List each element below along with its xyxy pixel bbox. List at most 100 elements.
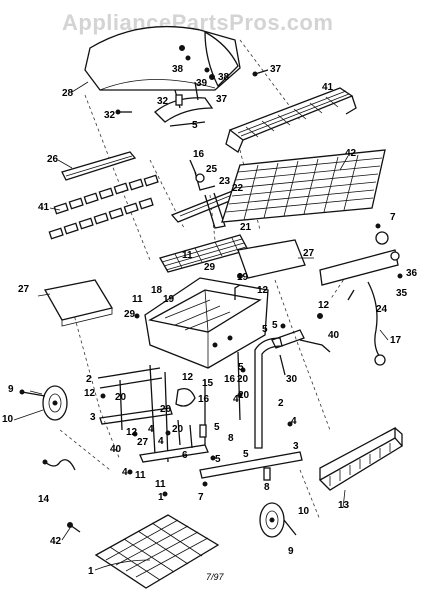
callout-31: 37: [270, 64, 282, 75]
callout-20c: 20: [238, 390, 250, 401]
storage-basket: [318, 426, 403, 491]
lid-handle-assembly: [154, 81, 214, 127]
callout-11c: 11: [135, 470, 146, 481]
callout-14: 14: [38, 494, 50, 505]
bottom-shelf-rack: [94, 514, 220, 589]
callout-42: 42: [50, 536, 62, 547]
callout-29: 28: [62, 88, 74, 99]
callout-7b: 7: [198, 492, 204, 503]
callout-27r: 27: [303, 248, 315, 259]
callout-21: 21: [240, 222, 252, 233]
callout-38: 36: [406, 268, 418, 279]
control-panel: [319, 223, 403, 366]
callout-1b: 1: [88, 566, 94, 577]
callout-3b: 3: [293, 441, 299, 452]
callout-2: 2: [86, 374, 92, 385]
footer-code: 7/97: [206, 572, 225, 582]
callout-12e: 12: [126, 427, 138, 438]
callout-36b: 40: [110, 444, 122, 455]
side-shelf-right: [237, 239, 306, 279]
callout-20: 20: [237, 374, 249, 385]
callout-9b: 9: [288, 546, 294, 557]
callout-28: 30: [286, 374, 298, 385]
callout-5g: 5: [215, 454, 221, 465]
callout-31b: 37: [216, 94, 228, 105]
callout-4b: 4: [148, 424, 154, 435]
heat-shield-strip: [61, 151, 137, 181]
callout-32b: 32: [104, 110, 116, 121]
callout-4c: 4: [291, 416, 297, 427]
firebox: [144, 277, 269, 369]
grill-lid: [84, 25, 241, 91]
small-fasteners: [100, 273, 323, 497]
callout-18: 18: [151, 285, 163, 296]
warming-rack-upper: [225, 87, 357, 153]
callout-23: 23: [219, 176, 231, 187]
wheels-and-axles: [19, 385, 297, 538]
callout-17: 17: [390, 335, 402, 346]
callout-5d: 5: [238, 362, 244, 373]
callout-8b: 8: [264, 482, 270, 493]
callout-12: 12: [257, 285, 269, 296]
callout-39: 41: [322, 82, 334, 93]
callout-36: 40: [328, 330, 340, 341]
callout-11: 11: [182, 250, 193, 261]
callout-33: 38: [172, 64, 184, 75]
callout-35: 39: [196, 78, 208, 89]
callout-19b: 19: [163, 294, 175, 305]
callout-16b: 16: [224, 374, 236, 385]
callout-20b: 20: [115, 392, 127, 403]
callout-30b: 29: [124, 309, 136, 320]
callout-4e: 4: [122, 467, 128, 478]
side-shelf-left: [43, 279, 114, 321]
callout-20d: 20: [160, 404, 172, 415]
callout-11d: 11: [155, 479, 166, 490]
ceramic-briquettes: [48, 174, 159, 240]
callout-2b: 2: [278, 398, 284, 409]
callout-32: 32: [157, 96, 169, 107]
callout-10: 10: [2, 414, 14, 425]
callout-27l: 27: [18, 284, 30, 295]
callout-16: 16: [193, 149, 205, 160]
callout-22: 22: [232, 183, 244, 194]
callout-33b: 38: [218, 72, 230, 83]
callout-5b: 5: [262, 324, 268, 335]
callout-7: 7: [390, 212, 396, 223]
callout-13: 13: [338, 500, 350, 511]
callout-41: 42: [345, 148, 357, 159]
callout-4: 4: [233, 394, 239, 405]
callout-5: 5: [192, 120, 198, 131]
lid-screws: [115, 67, 269, 115]
callout-20e: 20: [172, 424, 184, 435]
callout-12d: 12: [182, 372, 194, 383]
callout-28b: 27: [137, 437, 149, 448]
callout-40: 41: [38, 202, 50, 213]
callout-10b: 10: [298, 506, 310, 517]
callout-12b: 12: [318, 300, 330, 311]
leader-lines: [13, 81, 389, 571]
callout-12c: 12: [84, 388, 96, 399]
cart-frame: [97, 329, 331, 481]
callout-5e: 5: [214, 422, 220, 433]
callout-1: 1: [158, 492, 164, 503]
callout-19: 19: [237, 272, 249, 283]
burner-assembly: [170, 159, 244, 229]
ignitor-wire: [42, 459, 81, 533]
callout-3: 3: [90, 412, 96, 423]
callout-9: 9: [8, 384, 14, 395]
callout-15: 15: [202, 378, 214, 389]
callout-8: 8: [228, 433, 234, 444]
callout-4d: 4: [158, 436, 164, 447]
callout-6: 6: [182, 450, 188, 461]
callout-37: 35: [396, 288, 408, 299]
callout-5c: 5: [272, 320, 278, 331]
callout-11b: 11: [132, 294, 143, 305]
callout-25: 25: [206, 164, 218, 175]
cooking-grate: [221, 149, 386, 223]
callout-16c: 16: [198, 394, 210, 405]
callout-5f: 5: [243, 449, 249, 460]
side-shelves: [43, 239, 306, 327]
callout-26: 26: [47, 154, 59, 165]
callout-24: 24: [376, 304, 388, 315]
